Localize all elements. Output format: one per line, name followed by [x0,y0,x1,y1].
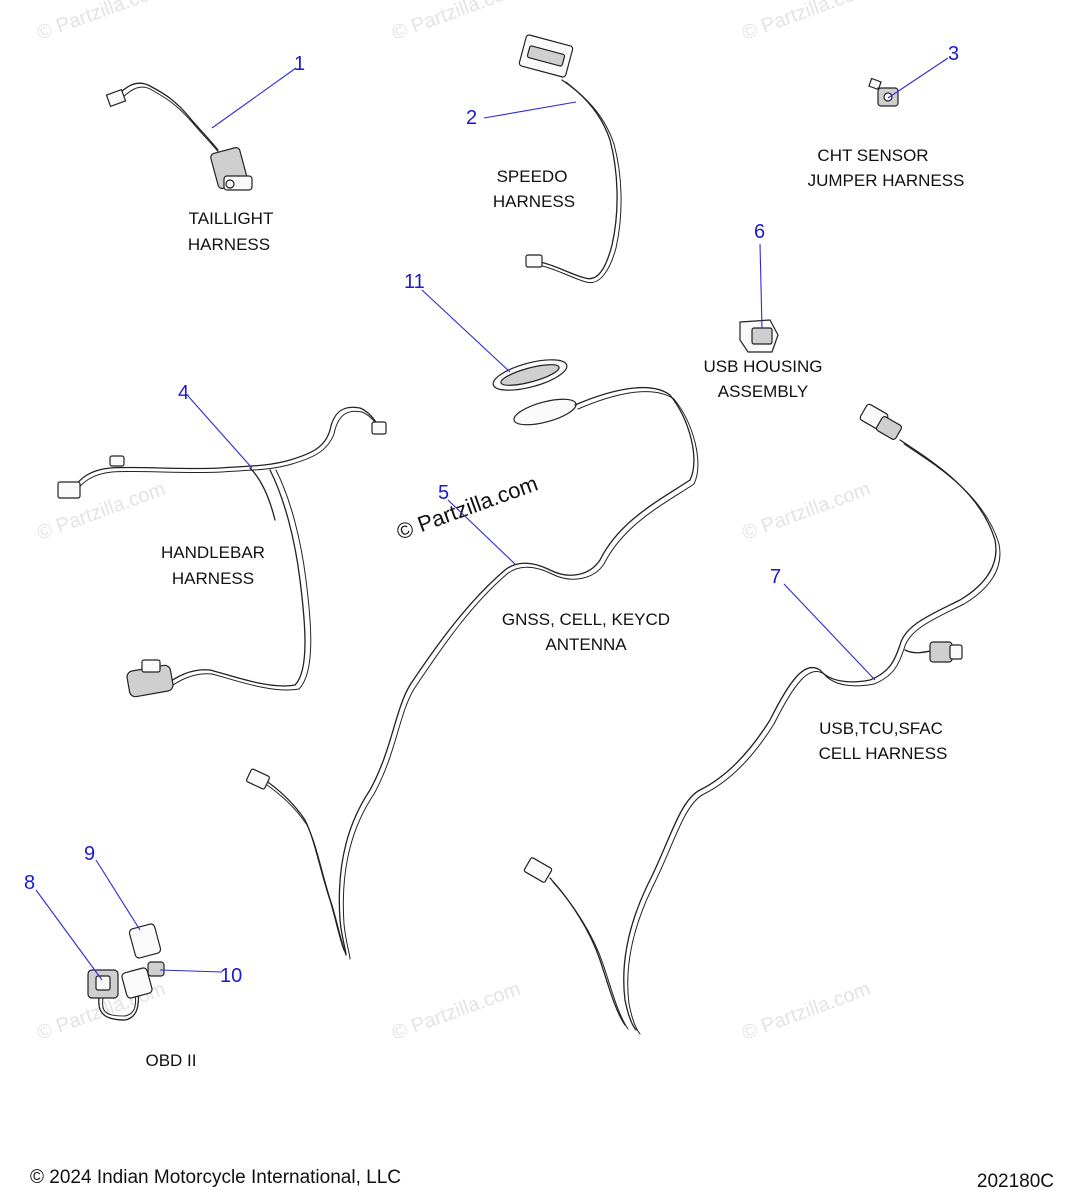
label-antenna-line1: GNSS, CELL, KEYCD [502,610,670,629]
label-obd: OBD II [145,1051,196,1070]
callout-1: 1 [294,53,305,75]
callout-10: 10 [220,965,242,987]
handlebar-harness-drawing [57,406,387,698]
label-usb-tcu-line1: USB,TCU,SFAC [819,719,943,738]
label-speedo-line1: SPEEDO [497,167,568,186]
callout-numbers: 1 2 3 4 5 6 7 8 9 10 11 [24,43,959,987]
footer-copyright: © 2024 Indian Motorcycle International, … [30,1167,401,1188]
obd-connector-drawing [87,923,165,1021]
usb-housing-drawing [739,319,779,353]
watermark-faint: © Partzilla.com [34,0,168,45]
part-labels: TAILLIGHT HARNESS SPEEDO HARNESS CHT SEN… [145,146,964,1070]
label-speedo-line2: HARNESS [493,192,575,211]
watermark-faint: © Partzilla.com [389,978,523,1045]
speedo-harness-drawing [518,34,622,284]
callout-5: 5 [438,482,449,504]
watermark-faint: © Partzilla.com [389,0,523,45]
callout-3: 3 [948,43,959,65]
cht-sensor-drawing [868,77,899,107]
leader-lines [35,57,949,981]
callout-11: 11 [404,271,425,293]
callout-4: 4 [178,382,189,404]
label-usb-housing-line1: USB HOUSING [703,357,822,376]
taillight-harness-drawing [105,82,253,191]
footer-diagram-code: 202180C [977,1171,1054,1192]
label-handlebar-line1: HANDLEBAR [161,543,265,562]
label-cht-line2: JUMPER HARNESS [808,171,965,190]
usb-tcu-harness-drawing [523,403,1001,1035]
callout-2: 2 [466,107,477,129]
label-taillight-line2: HARNESS [188,235,270,254]
label-handlebar-line2: HARNESS [172,569,254,588]
antenna-bezel-drawing [492,359,568,391]
label-usb-tcu-line2: CELL HARNESS [819,744,948,763]
label-antenna-line2: ANTENNA [545,635,627,654]
callout-9: 9 [84,843,95,865]
gnss-antenna-drawing [246,386,699,960]
callout-6: 6 [754,221,765,243]
callout-8: 8 [24,872,35,894]
label-cht-line1: CHT SENSOR [817,146,928,165]
watermark-main: © Partzilla.com [393,471,541,545]
watermark-faint: © Partzilla.com [739,978,873,1045]
watermark-faint: © Partzilla.com [34,478,168,545]
label-taillight-line1: TAILLIGHT [189,209,274,228]
label-usb-housing-line2: ASSEMBLY [718,382,808,401]
watermark-faint: © Partzilla.com [739,478,873,545]
watermark-faint: © Partzilla.com [739,0,873,45]
callout-7: 7 [770,566,781,588]
